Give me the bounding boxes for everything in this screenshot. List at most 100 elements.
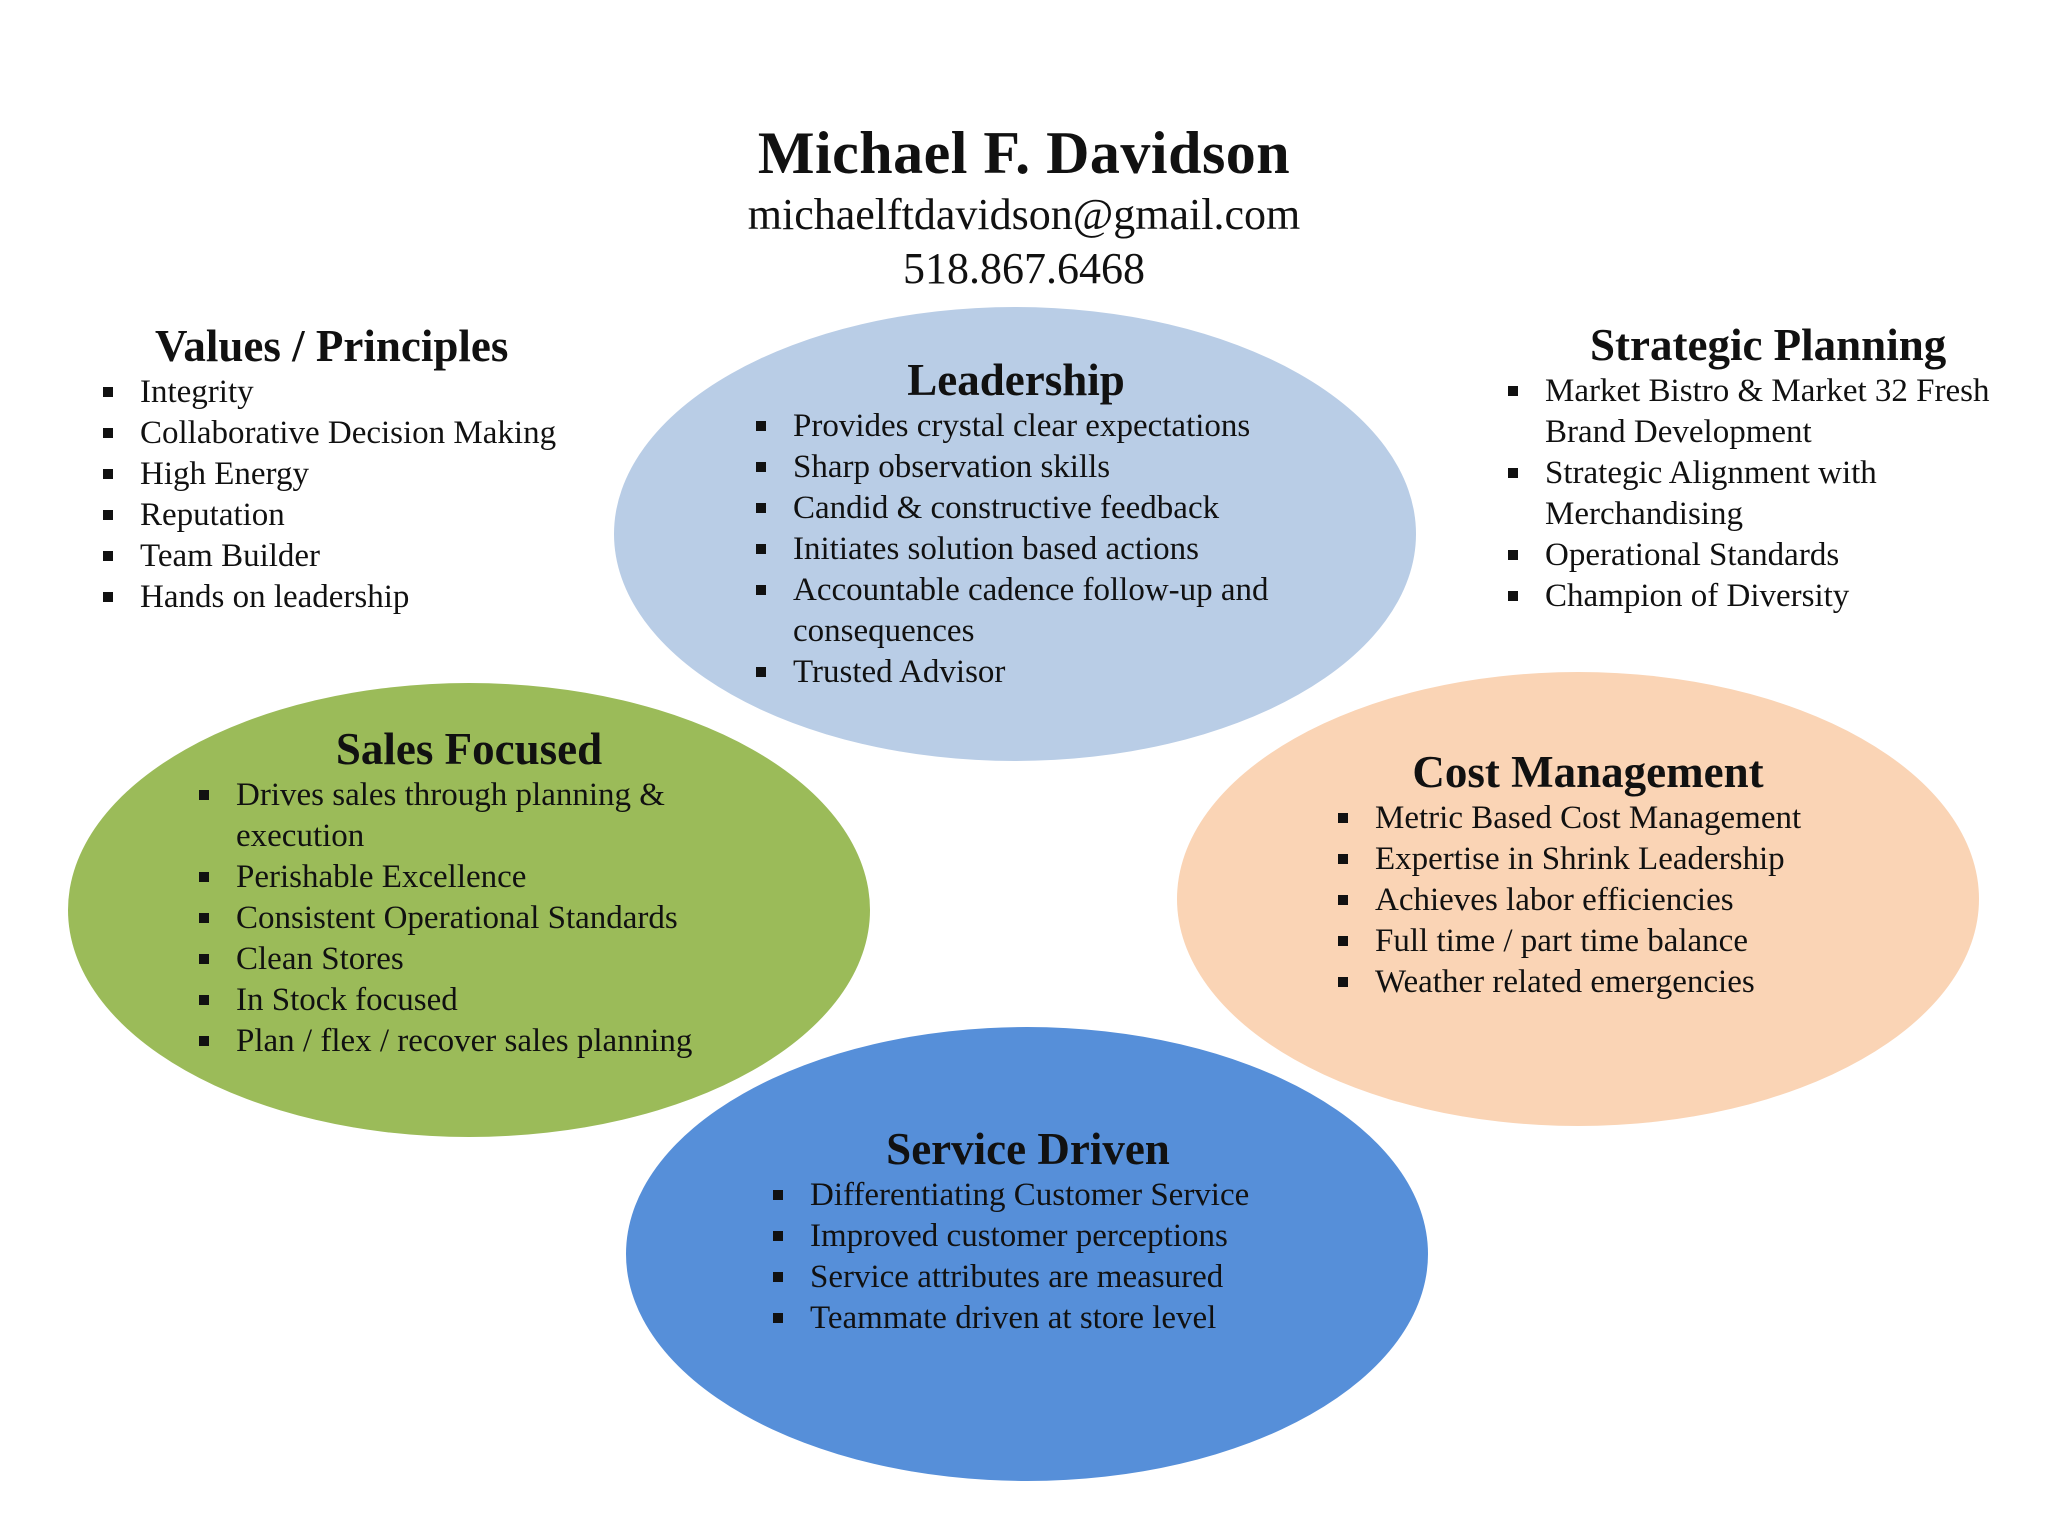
square-bullet-icon [773,1313,783,1323]
square-bullet-icon [199,872,209,882]
list-item: Drives sales through planning & executio… [199,775,759,857]
list-item: Integrity [103,372,663,413]
list-item: Clean Stores [199,939,759,980]
square-bullet-icon [1338,854,1348,864]
list-item: Improved customer perceptions [773,1216,1333,1257]
list-item-text: Plan / flex / recover sales planning [236,1023,693,1059]
square-bullet-icon [773,1272,783,1282]
list-item-text: In Stock focused [236,982,458,1018]
list-item-text: High Energy [140,456,309,492]
person-name: Michael F. Davidson [757,120,1291,186]
sales-section: Sales Focused Drives sales through plann… [199,723,759,1062]
list-item-text: Reputation [140,497,285,533]
square-bullet-icon [756,421,766,431]
list-item: Operational Standards [1508,535,2028,576]
square-bullet-icon [1338,977,1348,987]
list-item: Team Builder [103,536,663,577]
square-bullet-icon [756,544,766,554]
square-bullet-icon [199,1036,209,1046]
list-item-text: Teammate driven at store level [810,1300,1217,1336]
square-bullet-icon [1508,468,1518,478]
contact-header: Michael F. Davidson michaelftdavidson@gm… [0,118,2048,296]
square-bullet-icon [1508,386,1518,396]
list-item: High Energy [103,454,663,495]
square-bullet-icon [773,1231,783,1241]
section-title: Cost Management [1412,747,1764,797]
list-item-text: Metric Based Cost Management [1375,800,1802,836]
bullet-list: Drives sales through planning & executio… [199,775,759,1062]
list-item: Full time / part time balance [1338,921,1898,962]
square-bullet-icon [103,510,113,520]
square-bullet-icon [756,585,766,595]
strategic-planning-section: Strategic Planning Market Bistro & Marke… [1508,319,2028,617]
list-item: Market Bistro & Market 32 Fresh Brand De… [1508,371,2028,453]
square-bullet-icon [103,551,113,561]
square-bullet-icon [199,790,209,800]
list-item-text: Clean Stores [236,941,404,977]
list-item: In Stock focused [199,980,759,1021]
list-item-text: Candid & constructive feedback [793,490,1220,526]
cost-ellipse [1177,672,1979,1126]
square-bullet-icon [1508,550,1518,560]
list-item: Trusted Advisor [756,652,1316,693]
list-item: Candid & constructive feedback [756,488,1316,529]
list-item: Perishable Excellence [199,857,759,898]
list-item: Differentiating Customer Service [773,1175,1333,1216]
list-item: Hands on leadership [103,577,663,618]
square-bullet-icon [1508,591,1518,601]
list-item-text: Service attributes are measured [810,1259,1224,1295]
section-title: Strategic Planning [1590,320,1947,370]
section-title: Values / Principles [155,321,509,371]
list-item: Weather related emergencies [1338,962,1898,1003]
sales-ellipse [68,683,870,1137]
square-bullet-icon [199,954,209,964]
list-item-text: Achieves labor efficiencies [1375,882,1734,918]
list-item: Metric Based Cost Management [1338,798,1898,839]
list-item-text: Expertise in Shrink Leadership [1375,841,1785,877]
square-bullet-icon [1338,895,1348,905]
list-item: Initiates solution based actions [756,529,1316,570]
list-item-text: Provides crystal clear expectations [793,408,1251,444]
phone-text: 518.867.6468 [903,244,1145,293]
leadership-section: Leadership Provides crystal clear expect… [756,354,1316,693]
list-item-text: Hands on leadership [140,579,410,615]
cost-management-section: Cost Management Metric Based Cost Manage… [1338,746,1898,1003]
square-bullet-icon [756,503,766,513]
square-bullet-icon [773,1190,783,1200]
list-item: Achieves labor efficiencies [1338,880,1898,921]
square-bullet-icon [1338,813,1348,823]
square-bullet-icon [199,913,209,923]
list-item: Sharp observation skills [756,447,1316,488]
list-item-text: Collaborative Decision Making [140,415,557,451]
list-item: Accountable cadence follow-up and conseq… [756,570,1316,652]
list-item-text: Accountable cadence follow-up and conseq… [793,572,1269,649]
square-bullet-icon [103,428,113,438]
list-item: Reputation [103,495,663,536]
list-item: Strategic Alignment with Merchandising [1508,453,2028,535]
square-bullet-icon [103,387,113,397]
list-item-text: Consistent Operational Standards [236,900,678,936]
service-section: Service Driven Differentiating Customer … [773,1123,1333,1339]
square-bullet-icon [199,995,209,1005]
section-title: Leadership [907,355,1125,405]
list-item-text: Drives sales through planning & executio… [236,777,665,854]
list-item-text: Trusted Advisor [793,654,1006,690]
list-item: Teammate driven at store level [773,1298,1333,1339]
list-item-text: Champion of Diversity [1545,578,1850,614]
square-bullet-icon [756,462,766,472]
square-bullet-icon [756,667,766,677]
list-item-text: Initiates solution based actions [793,531,1200,567]
square-bullet-icon [1338,936,1348,946]
section-title: Service Driven [886,1124,1170,1174]
list-item-text: Perishable Excellence [236,859,527,895]
list-item-text: Full time / part time balance [1375,923,1748,959]
list-item-text: Market Bistro & Market 32 Fresh Brand De… [1545,373,1990,450]
list-item: Service attributes are measured [773,1257,1333,1298]
email-text: michaelftdavidson@gmail.com [747,190,1301,239]
bullet-list: Market Bistro & Market 32 Fresh Brand De… [1508,371,2028,617]
